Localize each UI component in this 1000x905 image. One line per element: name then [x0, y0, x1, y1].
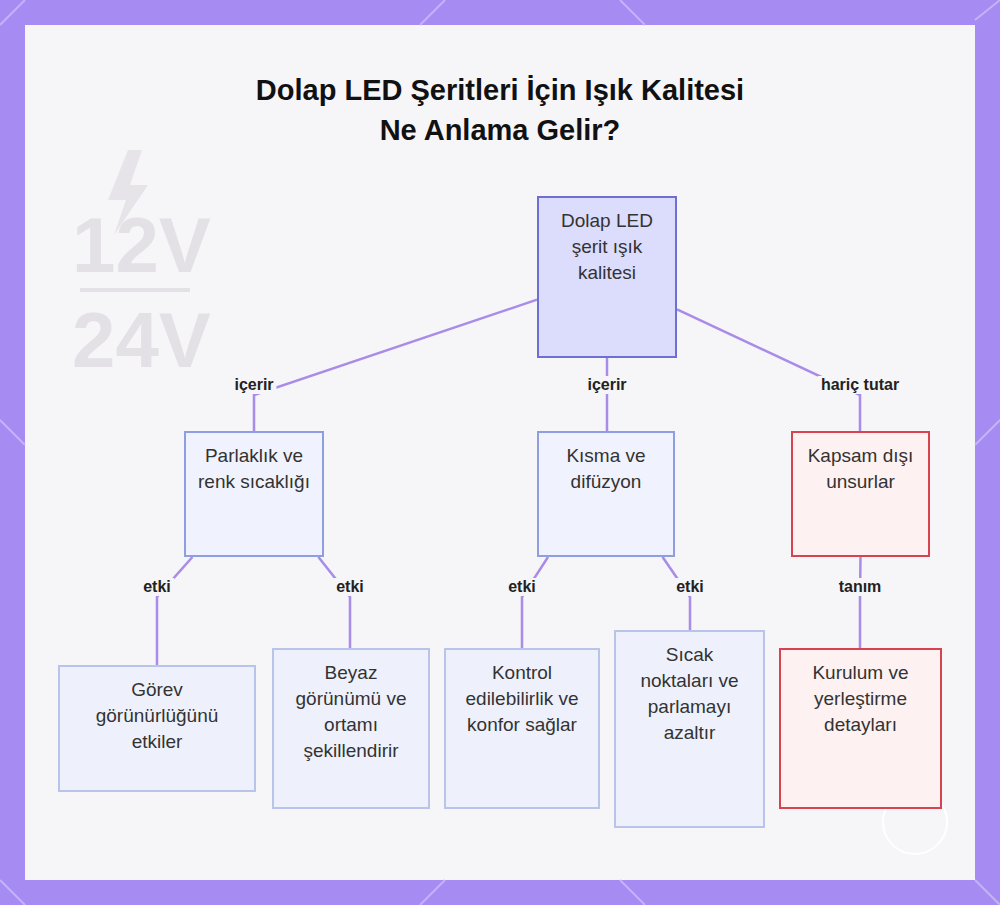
connector-line [859, 557, 862, 648]
connector-line [677, 309, 860, 431]
connector-line [157, 557, 192, 665]
edge-label: içerir [231, 376, 276, 394]
watermark-text: 12V [72, 205, 211, 285]
frame-line [420, 0, 445, 25]
concept-box: Sıcak noktaları ve parlamayı azaltır [614, 630, 765, 828]
watermark-text: 24V [72, 300, 211, 380]
node-text: Beyaz görünümü ve ortamı şekillendirir [286, 660, 416, 764]
edge-label: içerir [584, 376, 629, 394]
node-text: Kapsam dışı unsurlar [805, 443, 916, 495]
concept-box: Kısma ve difüzyon [537, 431, 675, 557]
frame-line [975, 0, 1000, 20]
node-text: Parlaklık ve renk sıcaklığı [198, 443, 310, 495]
frame-line [0, 880, 25, 905]
connector-line [522, 557, 548, 648]
diagram-title: Dolap LED Şeritleri İçin Işık Kalitesi N… [255, 70, 745, 150]
connector-line [254, 300, 537, 431]
concept-box: Kontrol edilebilirlik ve konfor sağlar [444, 648, 600, 809]
node-text: Dolap LED şerit ışık kalitesi [551, 208, 663, 286]
node-text: Sıcak noktaları ve parlamayı azaltır [628, 642, 751, 746]
edge-label: hariç tutar [818, 376, 902, 394]
edge-label: tanım [836, 578, 885, 596]
node-text: Görev görünürlüğünü etkiler [72, 677, 242, 755]
excluded-box: Kurulum ve yerleştirme detayları [779, 648, 942, 809]
edge-label: etki [333, 578, 367, 596]
node-text: Kısma ve difüzyon [551, 443, 661, 495]
edge-label: etki [673, 578, 707, 596]
frame-line [0, 0, 25, 25]
excluded-box: Kapsam dışı unsurlar [791, 431, 930, 557]
frame-line [975, 880, 1000, 905]
frame-line [620, 880, 645, 905]
watermark-rule [80, 288, 190, 292]
frame-line [975, 420, 1000, 445]
concept-box: Dolap LED şerit ışık kalitesi [537, 196, 677, 358]
edge-label: etki [505, 578, 539, 596]
connector-line [318, 557, 350, 648]
frame-line [0, 420, 25, 445]
concept-box: Parlaklık ve renk sıcaklığı [184, 431, 324, 557]
frame-line [420, 880, 445, 905]
node-text: Kurulum ve yerleştirme detayları [793, 660, 928, 738]
node-text: Kontrol edilebilirlik ve konfor sağlar [458, 660, 586, 738]
frame-line [620, 0, 645, 25]
concept-box: Görev görünürlüğünü etkiler [58, 665, 256, 792]
concept-box: Beyaz görünümü ve ortamı şekillendirir [272, 648, 430, 809]
connector-line [606, 358, 609, 431]
edge-label: etki [140, 578, 174, 596]
inner-panel [25, 25, 975, 880]
